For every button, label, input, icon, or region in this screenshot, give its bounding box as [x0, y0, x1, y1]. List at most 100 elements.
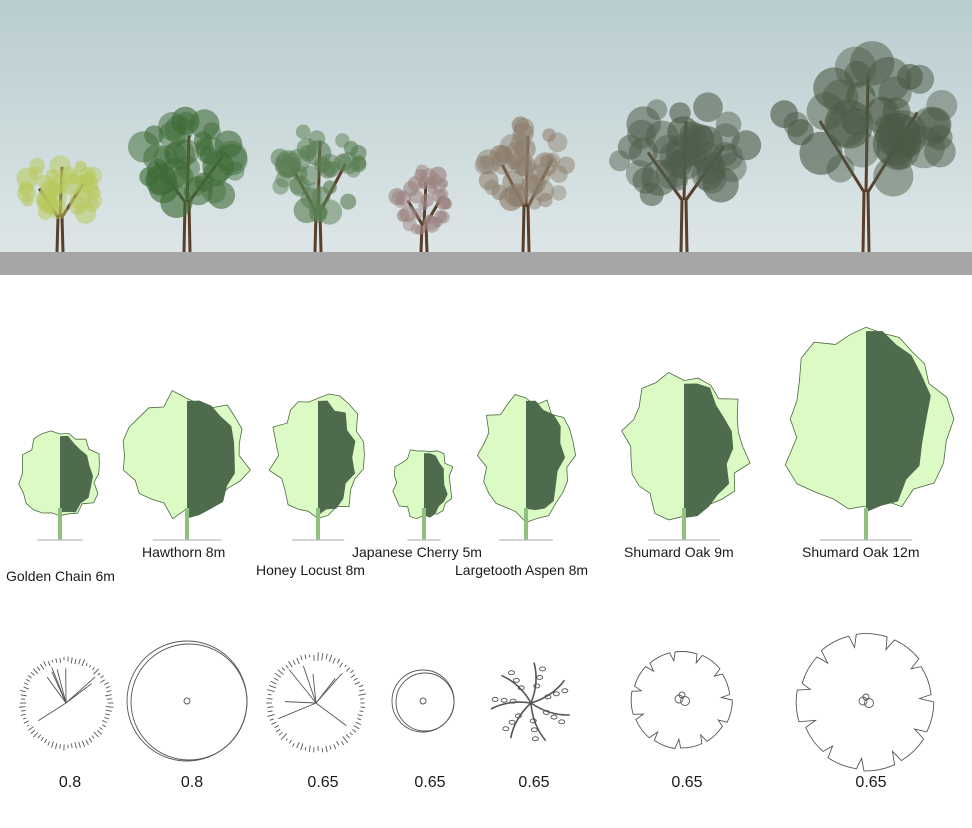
elevation-silhouettes: [18, 326, 955, 541]
elevation-silhouette: [784, 326, 955, 541]
rendered-tree: [388, 164, 453, 253]
foliage-cluster: [207, 181, 236, 209]
foliage-cluster: [525, 173, 546, 194]
foliage-cluster: [427, 184, 438, 195]
foliage-cluster: [128, 131, 160, 163]
foliage-cluster: [547, 132, 568, 153]
notched-crown-plan-icon: [630, 651, 733, 749]
rendered-tree: [270, 124, 367, 253]
rendered-tree: [609, 92, 762, 253]
foliage-cluster: [165, 139, 196, 170]
tree-label-hawthorn: Hawthorn 8m: [142, 544, 226, 560]
foliage-cluster: [834, 46, 877, 89]
tree-value-shumard-oak-9m: 0.65: [671, 774, 703, 791]
tree-value-japanese-cherry: 0.65: [414, 774, 446, 791]
foliage-cluster: [514, 138, 536, 160]
foliage-cluster: [305, 182, 322, 199]
radial-branch-plan-icon: [266, 652, 367, 753]
foliage-cluster: [712, 123, 740, 151]
foliage-cluster: [841, 107, 870, 136]
foliage-cluster: [557, 156, 575, 174]
tree-label-japanese-cherry: Japanese Cherry 5m: [352, 544, 482, 560]
rendered-tree: [128, 106, 248, 253]
foliage-cluster: [626, 106, 661, 141]
foliage-cluster: [878, 110, 927, 159]
foliage-cluster: [272, 178, 289, 195]
plan-view-symbols: [18, 633, 935, 772]
foliage-cluster: [216, 143, 248, 176]
double-circle-plan-icon: [126, 640, 248, 762]
foliage-cluster: [478, 170, 499, 191]
elevation-silhouette: [122, 389, 251, 541]
canopy-dark-half: [318, 400, 356, 516]
foliage-cluster: [420, 193, 434, 207]
foliage-cluster: [924, 135, 956, 168]
foliage-cluster: [513, 118, 535, 139]
foliage-cluster: [216, 140, 248, 172]
trunk-stem: [316, 508, 320, 540]
render-layer: [0, 0, 972, 275]
foliage-cluster: [409, 189, 423, 204]
tree-value-shumard-oak-12m: 0.65: [855, 774, 887, 791]
trunk-stem: [58, 508, 62, 540]
foliage-cluster: [910, 106, 951, 147]
rendered-tree: [16, 155, 103, 253]
foliage-cluster: [74, 202, 97, 224]
foliage-cluster: [295, 124, 311, 140]
foliage-cluster: [28, 165, 43, 181]
foliage-cluster: [35, 188, 57, 210]
trunk-stem: [864, 508, 868, 540]
foliage-cluster: [878, 76, 912, 110]
foliage-cluster: [527, 195, 542, 210]
foliage-cluster: [484, 179, 500, 196]
foliage-cluster: [139, 167, 159, 187]
rendered-tree: [474, 116, 575, 253]
foliage-cluster: [499, 187, 524, 211]
canopy-dark-half: [526, 400, 566, 511]
leafy-branch-plan-icon: [490, 662, 570, 742]
foliage-cluster: [542, 128, 556, 142]
canopy-dark-half: [866, 331, 931, 513]
tree-label-honey-locust: Honey Locust 8m: [256, 562, 365, 578]
foliage-cluster: [414, 224, 425, 236]
foliage-cluster: [45, 169, 60, 183]
foliage-cluster: [693, 92, 723, 122]
foliage-cluster: [474, 155, 495, 175]
foliage-cluster: [902, 126, 946, 169]
rendered-tree: [770, 41, 958, 253]
tree-label-golden-chain: Golden Chain 6m: [6, 568, 115, 584]
trunk-stem: [682, 508, 686, 540]
elevation-silhouette: [18, 430, 100, 541]
tree-label-largetooth-aspen: Largetooth Aspen 8m: [455, 562, 589, 578]
foliage-cluster: [846, 81, 876, 112]
foliage-cluster: [423, 216, 441, 233]
foliage-cluster: [538, 192, 553, 208]
foliage-cluster: [489, 144, 512, 167]
trunk-stem: [422, 508, 426, 540]
trunk-stem: [524, 508, 528, 540]
tree-label-shumard-oak-9m: Shumard Oak 9m: [624, 544, 734, 560]
foliage-cluster: [270, 148, 290, 168]
foliage-cluster: [609, 150, 631, 172]
foliage-cluster: [513, 154, 537, 177]
foliage-cluster: [641, 159, 678, 196]
radial-branch-plan-icon: [18, 656, 114, 751]
foliage-cluster: [731, 130, 762, 161]
foliage-cluster: [195, 138, 214, 157]
foliage-cluster: [388, 188, 406, 206]
foliage-cluster: [423, 215, 439, 231]
foliage-cluster: [438, 178, 449, 189]
tree-value-largetooth-aspen: 0.65: [518, 774, 550, 791]
elevation-silhouette: [476, 394, 577, 541]
foliage-cluster: [533, 152, 558, 177]
tree-value-hawthorn: 0.8: [180, 774, 204, 791]
foliage-cluster: [550, 185, 567, 201]
foliage-cluster: [286, 148, 311, 173]
foliage-cluster: [79, 166, 97, 184]
foliage-cluster: [787, 119, 814, 146]
foliage-cluster: [59, 166, 79, 186]
foliage-cluster: [18, 181, 33, 196]
foliage-cluster: [926, 90, 958, 121]
foliage-cluster: [770, 100, 799, 129]
foliage-cluster: [414, 168, 427, 182]
